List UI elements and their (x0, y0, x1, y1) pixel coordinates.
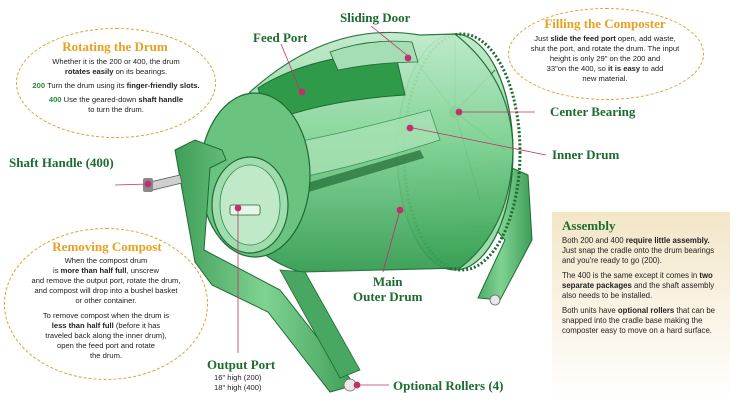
front-cradle-right-leg (279, 269, 361, 379)
roller (489, 294, 501, 306)
front-cradle (174, 139, 356, 393)
feed-port (257, 51, 406, 123)
shaft-handle (149, 174, 183, 191)
label-center-bearing: Center Bearing (550, 104, 636, 119)
filling-composter-text: Just slide the feed port open, add waste… (530, 34, 680, 83)
label-inner-drum: Inner Drum (552, 147, 620, 162)
filling-composter-bubble (508, 8, 704, 100)
removing-compost-bubble (4, 228, 208, 380)
output-port-heights: 16" high (200) 18" high (400) (214, 373, 262, 392)
label-optional-rollers: Optional Rollers (4) (393, 378, 504, 393)
removing-compost-title: Removing Compost (52, 239, 162, 254)
rotating-drum-bubble (16, 28, 216, 138)
leader-lines (114, 25, 547, 389)
label-output-port: Output Port (207, 357, 276, 372)
assembly-panel: Assembly Both 200 and 400 require little… (552, 212, 730, 398)
output-port-handle (229, 204, 261, 216)
filling-composter-title: Filling the Composter (544, 16, 666, 31)
label-feed-port: Feed Port (253, 30, 308, 45)
removing-compost-text: When the compost drum is more than half … (31, 256, 181, 360)
inner-drum-slot (300, 150, 424, 193)
assembly-p1: Both 200 and 400 require little assembly… (562, 236, 715, 265)
assembly-p3: Both units have optional rollers that ca… (562, 306, 716, 335)
label-shaft-handle: Shaft Handle (400) (9, 155, 114, 170)
rotating-drum-title: Rotating the Drum (62, 39, 168, 54)
assembly-p2: The 400 is the same except it comes in t… (562, 271, 715, 300)
assembly-title: Assembly (562, 218, 616, 233)
rotating-drum-text: Whether it is the 200 or 400, the drum r… (32, 57, 200, 114)
sliding-door (329, 40, 419, 71)
label-sliding-door: Sliding Door (340, 10, 411, 25)
